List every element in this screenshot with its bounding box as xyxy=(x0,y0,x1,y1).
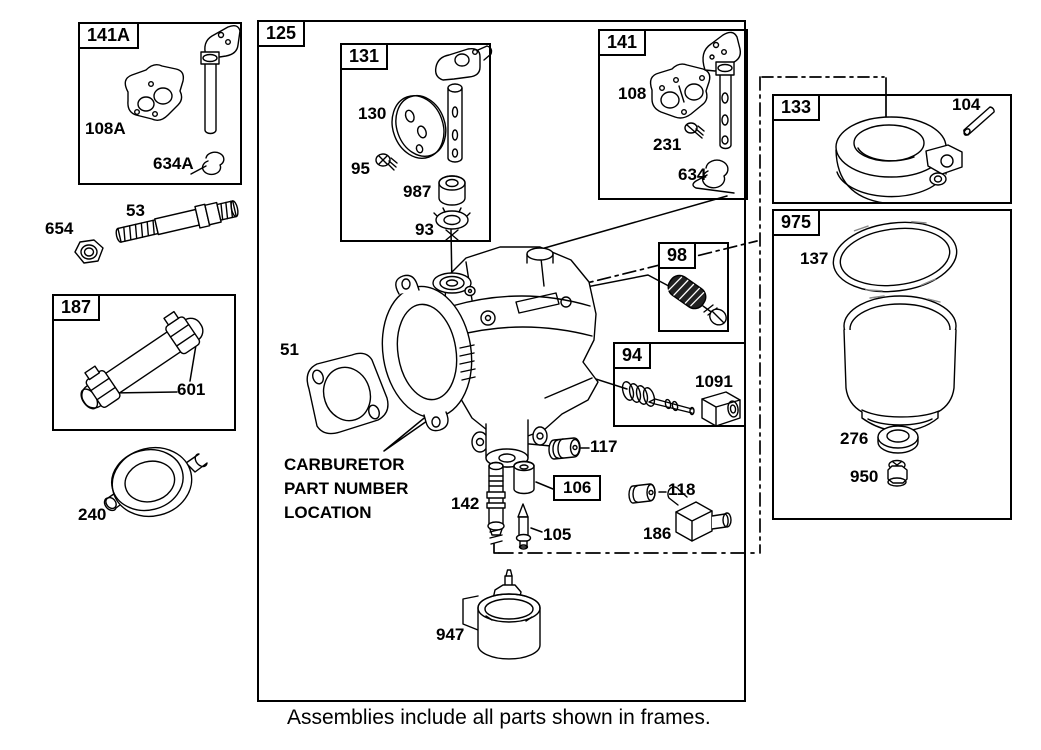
note-line-2: PART NUMBER xyxy=(284,479,409,498)
throttle-plate-130-drawing xyxy=(391,95,447,159)
frame-label-125: 125 xyxy=(257,20,306,47)
frame-98: 98 xyxy=(658,242,729,332)
frame-label-131: 131 xyxy=(340,43,389,70)
part-label-276: 276 xyxy=(840,429,869,448)
part-label-1091: 1091 xyxy=(695,372,733,391)
part-label-186: 186 xyxy=(643,524,672,543)
diagram-caption: Assemblies include all parts shown in fr… xyxy=(287,706,711,729)
fuel-hose-601-drawing xyxy=(80,310,204,410)
part-label-95: 95 xyxy=(351,159,370,178)
frame-label-94: 94 xyxy=(613,342,652,369)
part-label-231: 231 xyxy=(653,135,682,154)
choke-plate-108A-drawing xyxy=(124,63,185,122)
part-label-51: 51 xyxy=(280,340,299,359)
jet-117-drawing xyxy=(548,437,581,460)
frame-label-187: 187 xyxy=(52,294,101,321)
frame-label-133: 133 xyxy=(772,94,821,121)
elbow-fitting-186-drawing xyxy=(667,486,732,542)
nut-654-drawing xyxy=(74,239,104,264)
spring-clip-634A-drawing xyxy=(190,151,225,176)
frame-94: 94 xyxy=(613,342,746,427)
part-label-950: 950 xyxy=(850,467,879,486)
note-line-1: CARBURETOR xyxy=(284,455,405,474)
screw-95-drawing xyxy=(375,153,398,171)
part-label-601: 601 xyxy=(177,380,206,399)
frame-label-98: 98 xyxy=(658,242,697,269)
bowl-bolt-950-drawing xyxy=(887,459,908,487)
part-label-53: 53 xyxy=(126,201,145,220)
part-label-240: 240 xyxy=(78,505,107,524)
frame-label-141A: 141A xyxy=(78,22,140,49)
fuel-filter-240-drawing xyxy=(103,446,208,518)
choke-plate-108-drawing xyxy=(649,63,711,119)
frame-133: 133 xyxy=(772,94,1012,204)
carburetor-part-number-note: CARBURETOR PART NUMBER LOCATION xyxy=(284,453,408,525)
part-label-118: 118 xyxy=(668,480,696,499)
float-bowl-drawing xyxy=(843,295,957,432)
spring-clip-634-drawing xyxy=(692,159,735,194)
part-label-947: 947 xyxy=(436,625,465,644)
frame-131: 131 xyxy=(340,43,491,242)
choke-lever-141-drawing xyxy=(702,31,742,150)
frame-141: 141 xyxy=(598,29,748,200)
part-label-142: 142 xyxy=(451,494,480,513)
frame-label-141: 141 xyxy=(598,29,647,56)
part-label-634A: 634A xyxy=(153,154,194,173)
part-label-987: 987 xyxy=(403,182,432,201)
part-label-93: 93 xyxy=(415,220,434,239)
idle-spring-98-drawing xyxy=(667,274,727,326)
emulsion-tube-142-drawing xyxy=(486,461,506,545)
seal-93-drawing xyxy=(433,207,471,241)
fuel-solenoid-947-drawing xyxy=(462,569,541,660)
frame-975: 975 xyxy=(772,209,1012,520)
choke-lever-141A-drawing xyxy=(200,24,241,135)
part-label-105: 105 xyxy=(543,525,572,544)
washer-276-drawing xyxy=(877,425,919,454)
carburetor-body-drawing xyxy=(381,246,599,468)
throttle-shaft-131-drawing xyxy=(434,45,493,163)
frame-label-975: 975 xyxy=(772,209,821,236)
part-label-104: 104 xyxy=(952,95,981,114)
part-label-130: 130 xyxy=(358,104,387,123)
part-label-137: 137 xyxy=(800,249,829,268)
note-line-3: LOCATION xyxy=(284,503,372,522)
gasket-51-drawing xyxy=(306,352,389,435)
stud-53-drawing xyxy=(115,200,239,243)
float-133-drawing xyxy=(835,116,963,204)
part-label-634: 634 xyxy=(678,165,707,184)
frame-187: 187 xyxy=(52,294,236,431)
needle-105-drawing xyxy=(515,503,532,550)
part-label-117: 117 xyxy=(590,437,618,456)
part-label-108: 108 xyxy=(618,84,647,103)
frame-141A: 141A xyxy=(78,22,242,185)
part-label-654: 654 xyxy=(45,219,74,238)
jet-118-drawing xyxy=(628,483,656,504)
part-label-box-106: 106 xyxy=(553,475,602,501)
screw-231-drawing xyxy=(684,122,705,139)
hinge-pin-104-drawing xyxy=(963,106,995,136)
bowl-oring-137-drawing xyxy=(832,220,958,293)
part-label-108A: 108A xyxy=(85,119,126,138)
mixture-valve-94-drawing xyxy=(621,381,741,427)
main-jet-106-drawing xyxy=(513,460,535,495)
bushing-987-drawing xyxy=(438,175,466,206)
